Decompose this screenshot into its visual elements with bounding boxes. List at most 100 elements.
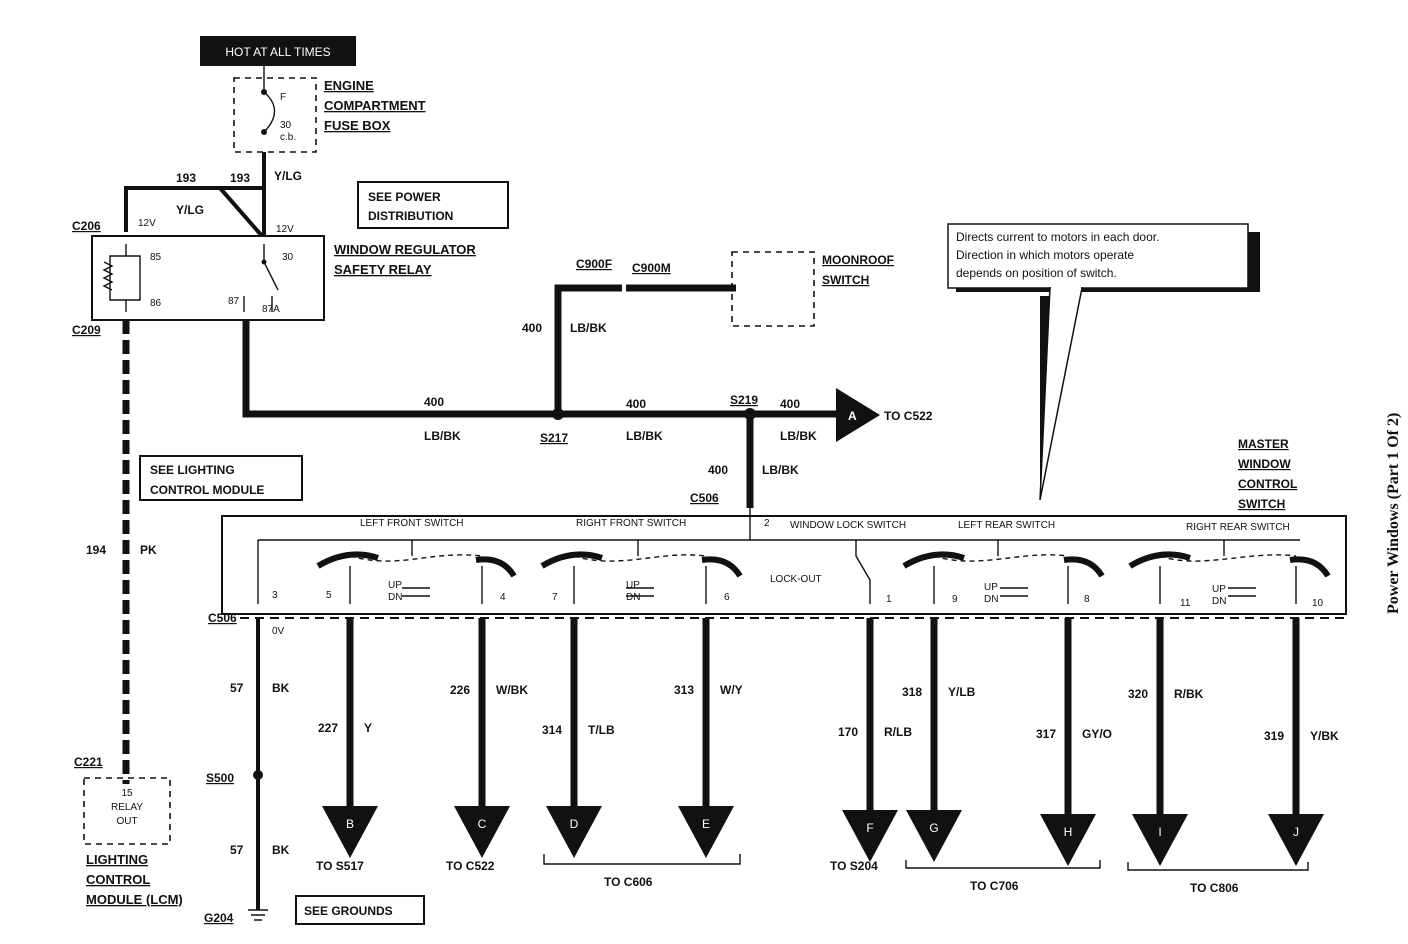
pin-1: 1 xyxy=(886,594,892,605)
arrow-letter-f: F xyxy=(866,821,873,835)
relay-coil-winding xyxy=(102,261,114,291)
wire-number-227: 227 xyxy=(318,721,338,735)
fuse-rating: 30 xyxy=(280,120,292,131)
wire-number-317: 317 xyxy=(1036,727,1056,741)
lcm-2: CONTROL xyxy=(86,872,150,887)
splice-s217 xyxy=(552,408,564,420)
relay-12v-right: 12V xyxy=(276,224,294,235)
see-power-2: DISTRIBUTION xyxy=(368,209,453,223)
moonroof-switch-box xyxy=(731,251,815,327)
master-4: SWITCH xyxy=(1238,497,1285,511)
arrow-letter-c: C xyxy=(478,817,487,831)
wire-color-314: T/LB xyxy=(588,723,615,737)
wire-number-313: 313 xyxy=(674,683,694,697)
pin-5: 5 xyxy=(326,590,332,601)
arrow-b xyxy=(322,806,378,858)
wire-color-319: Y/BK xyxy=(1310,729,1339,743)
callout-box xyxy=(947,223,1249,289)
ylg-b: Y/LG xyxy=(274,169,302,183)
arrow-g xyxy=(906,810,962,862)
wire-color-170: R/LB xyxy=(884,725,912,739)
w57b: 57 xyxy=(230,843,244,857)
wire-number-320: 320 xyxy=(1128,687,1148,701)
wire-color-317: GY/O xyxy=(1082,727,1112,741)
ylg-a: Y/LG xyxy=(176,203,204,217)
relay-label-2: SAFETY RELAY xyxy=(334,262,432,277)
bka: BK xyxy=(272,681,290,695)
w194: 194 xyxy=(86,543,106,557)
wire-number-170: 170 xyxy=(838,725,858,739)
c506-left: C506 xyxy=(208,611,237,625)
arrow-h xyxy=(1040,814,1096,866)
wire-number-318: 318 xyxy=(902,685,922,699)
wire-color-313: W/Y xyxy=(720,683,743,697)
relay-pin-87: 87 xyxy=(228,296,240,307)
lf-dn: DN xyxy=(388,592,402,603)
c900m: C900M xyxy=(632,261,671,275)
c506-top: C506 xyxy=(690,491,719,505)
pin-2: 2 xyxy=(764,518,770,529)
lcm-box-2: RELAY xyxy=(111,802,143,813)
callout-1: Directs current to motors in each door. xyxy=(956,230,1159,244)
dest-c: TO C522 xyxy=(446,859,495,873)
lf-up: UP xyxy=(388,580,402,591)
bracket-gh xyxy=(905,860,1101,869)
w400-3: 400 xyxy=(626,397,646,411)
arrow-letter-j: J xyxy=(1293,825,1299,839)
dest-de: TO C606 xyxy=(604,875,653,889)
arrow-a-label: A xyxy=(848,409,857,423)
see-power-1: SEE POWER xyxy=(368,190,441,204)
pin-10: 10 xyxy=(1312,598,1324,609)
to-c522-top: TO C522 xyxy=(884,409,933,423)
pin-3: 3 xyxy=(272,590,278,601)
w400-1: 400 xyxy=(522,321,542,335)
master-1: MASTER xyxy=(1238,437,1289,451)
wire-193-diag xyxy=(218,186,264,238)
rf-dn: DN xyxy=(626,592,640,603)
side-title: Power Windows (Part 1 Of 2) xyxy=(1385,413,1402,614)
hot-label-box xyxy=(200,36,356,66)
bracket-de xyxy=(543,854,741,865)
rr-switch-label: RIGHT REAR SWITCH xyxy=(1186,522,1290,533)
c900f: C900F xyxy=(576,257,612,271)
pin-8: 8 xyxy=(1084,594,1090,605)
arrow-letter-g: G xyxy=(929,821,938,835)
wire-color-226: W/BK xyxy=(496,683,528,697)
arrow-e xyxy=(678,806,734,858)
w193b: 193 xyxy=(230,171,250,185)
pin-11: 11 xyxy=(1180,598,1191,609)
switch-rocker-icons xyxy=(316,540,1331,604)
ground-icon xyxy=(248,909,268,921)
arrow-letter-e: E xyxy=(702,817,710,831)
master-3: CONTROL xyxy=(1238,477,1297,491)
lbbk-2: LB/BK xyxy=(424,429,461,443)
w57a: 57 xyxy=(230,681,244,695)
see-grounds-box xyxy=(295,895,425,925)
c206: C206 xyxy=(72,219,101,233)
lockout-label: LOCK-OUT xyxy=(770,574,822,585)
lr-dn: DN xyxy=(984,594,998,605)
lf-switch-label: LEFT FRONT SWITCH xyxy=(360,518,464,529)
arrow-letter-d: D xyxy=(570,817,579,831)
pk: PK xyxy=(140,543,157,557)
lbbk-4: LB/BK xyxy=(780,429,817,443)
fuse-box-outline xyxy=(233,77,317,153)
circuit-breaker-symbol xyxy=(263,91,276,133)
rf-switch-label: RIGHT FRONT SWITCH xyxy=(576,518,686,529)
wire-color-318: Y/LB xyxy=(948,685,976,699)
s219: S219 xyxy=(730,393,758,407)
wire-193-left xyxy=(124,186,264,232)
dest-ij: TO C806 xyxy=(1190,881,1239,895)
lcm-3: MODULE (LCM) xyxy=(86,892,183,907)
master-switch-box xyxy=(221,515,1347,615)
rf-up: UP xyxy=(626,580,640,591)
pin-7: 7 xyxy=(552,592,558,603)
pin-9: 9 xyxy=(952,594,958,605)
c221: C221 xyxy=(74,755,103,769)
zero-volt: 0V xyxy=(272,626,285,637)
lcm-box-1: 15 xyxy=(121,788,133,799)
hot-label: HOT AT ALL TIMES xyxy=(225,45,330,59)
dest-b: TO S517 xyxy=(316,859,364,873)
